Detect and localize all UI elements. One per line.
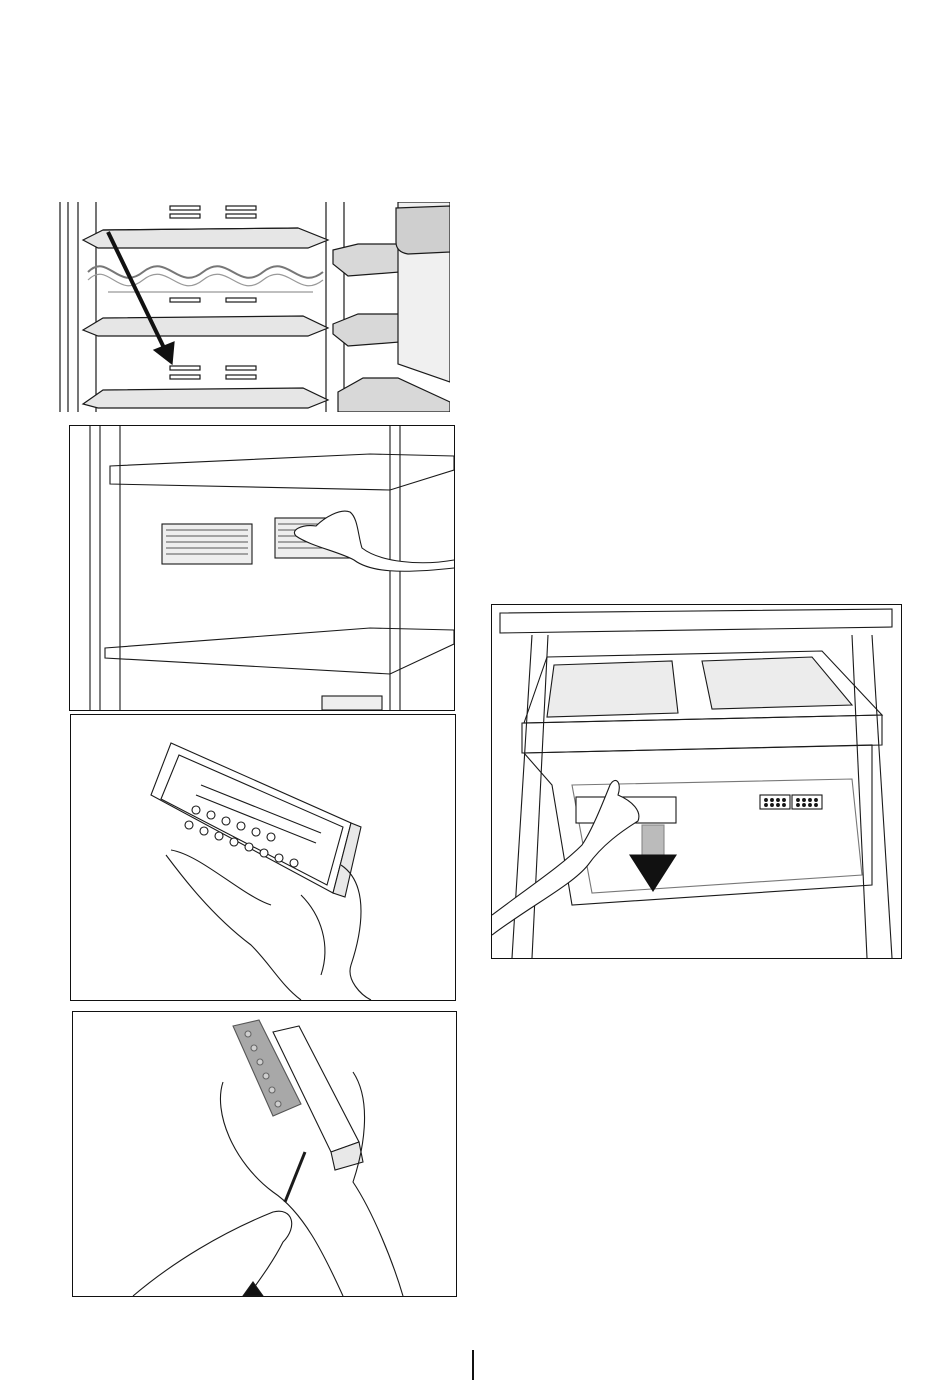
replace-cartridge-illustration <box>72 1011 457 1297</box>
remove-filter-illustration <box>69 425 455 711</box>
page-marker <box>472 1350 474 1380</box>
filter-in-hands-illustration <box>70 714 456 1001</box>
shelf-arrow-illustration <box>58 202 450 412</box>
crisper-drawer-illustration <box>491 604 902 959</box>
